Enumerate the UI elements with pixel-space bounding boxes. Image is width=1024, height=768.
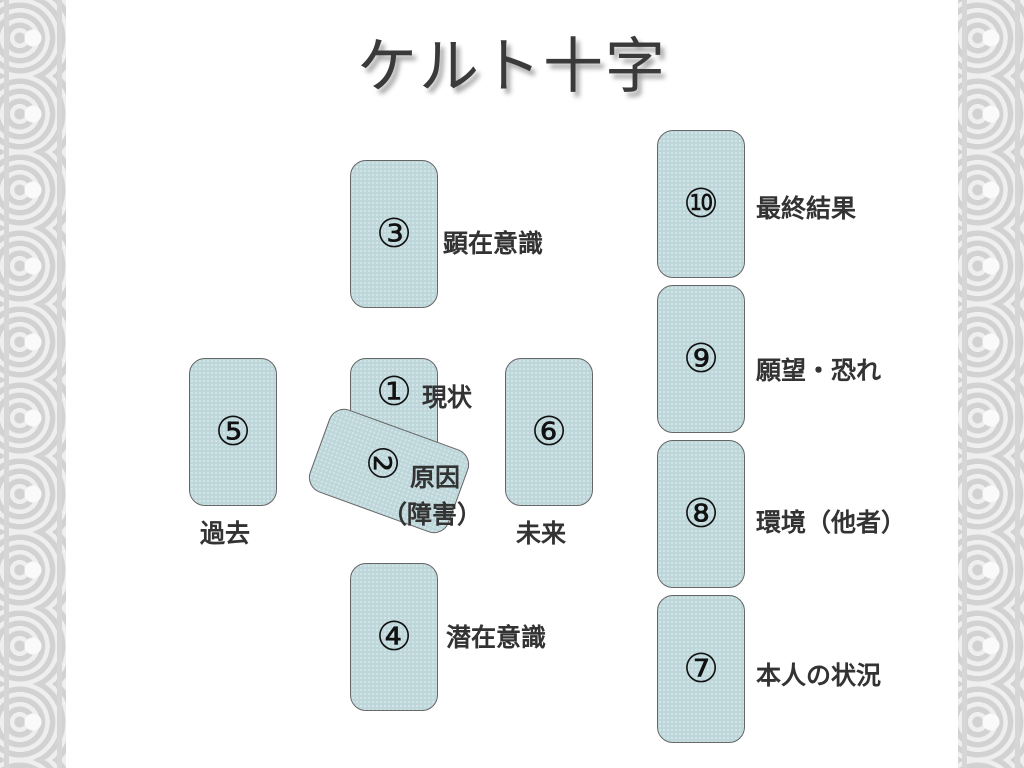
card-number: ⑦ xyxy=(683,646,719,692)
card-6: ⑥ xyxy=(505,358,593,506)
card-number: ⑨ xyxy=(683,336,719,382)
card-number: ② xyxy=(358,444,405,481)
card-5: ⑤ xyxy=(189,358,277,506)
card-label-5: 過去 xyxy=(200,519,251,548)
card-number: ⑥ xyxy=(531,409,567,455)
left-ornamental-border xyxy=(0,0,66,768)
card-10: ⑩ xyxy=(657,130,745,278)
card-label-9: 願望・恐れ xyxy=(756,356,882,385)
card-9: ⑨ xyxy=(657,285,745,433)
card-label-8: 環境（他者） xyxy=(756,508,907,537)
card-label-6: 未来 xyxy=(516,519,567,548)
page-title: ケルト十字 xyxy=(357,32,667,102)
card-number: ③ xyxy=(376,211,412,257)
card-label-3: 顕在意識 xyxy=(443,229,544,258)
card-8: ⑧ xyxy=(657,440,745,588)
card-label-1: 現状 xyxy=(422,383,473,412)
card-label-2-line2: （障害） xyxy=(382,500,483,529)
card-4: ④ xyxy=(350,563,438,711)
card-number: ① xyxy=(376,369,412,415)
card-number: ⑧ xyxy=(683,491,719,537)
card-label-4: 潜在意識 xyxy=(446,623,547,652)
card-label-10: 最終結果 xyxy=(756,194,857,223)
card-3: ③ xyxy=(350,160,438,308)
card-7: ⑦ xyxy=(657,595,745,743)
card-number: ④ xyxy=(376,614,412,660)
card-label-2-line1: 原因 xyxy=(410,463,461,492)
card-number: ⑩ xyxy=(683,181,719,227)
card-label-7: 本人の状況 xyxy=(756,661,882,690)
right-ornamental-border xyxy=(958,0,1024,768)
card-number: ⑤ xyxy=(215,409,251,455)
